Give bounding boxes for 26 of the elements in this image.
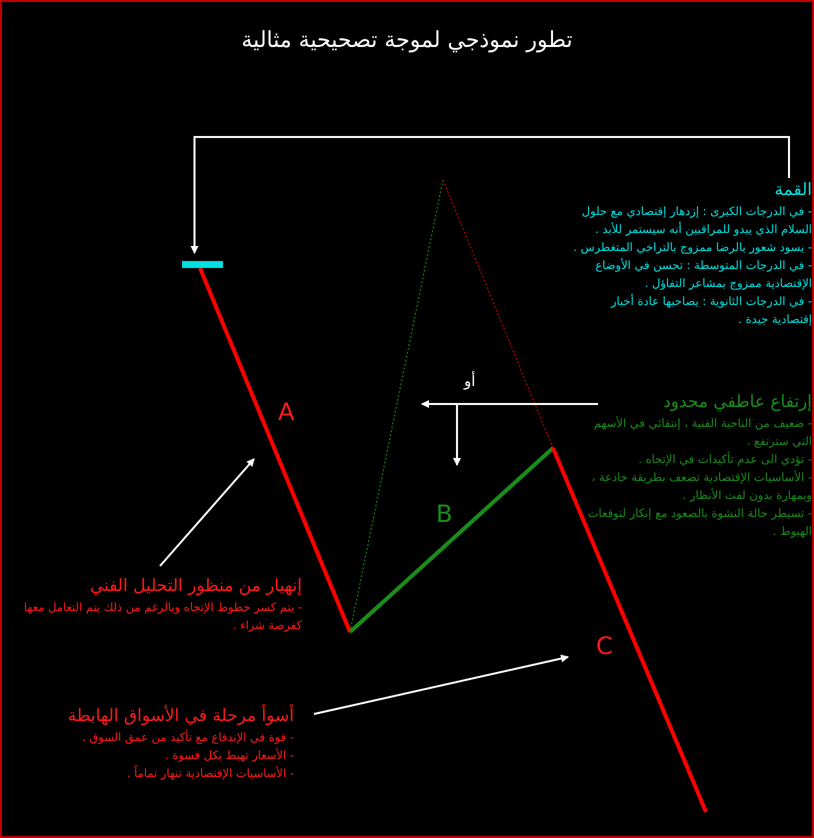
arrow [159,458,255,567]
wave-label: B [436,500,452,528]
heading: أسوأ مرحلة في الأسواق الهابطة [66,704,294,728]
bullet-text: - قوة في الإندفاع مع تأكيد من عمق السوق . [81,728,294,746]
bullet-text: - الأسعار تهبط بكل قسوة . [164,747,294,764]
wave-label: C [596,632,613,660]
bullet-text: - الأساسيات الإقتصادية تنهار تماماً . [126,764,294,782]
edge-label: أو [462,372,478,390]
bullet-text: - في الدرجات الثانوية : يصاحبها عادة أخبار إقتصادية جيدة . [610,292,812,328]
wave-label: A [278,398,294,426]
title: تطور نموذجي لموجة تصحيحية مثالية [240,28,574,53]
arrow [190,136,790,254]
bullet-text: - تسيطر حالة النشوة بالصعود مع إنكار لتوقعات الهبوط . [586,505,812,540]
bullet-text: - في الدرجات المتوسطة : تحسن في الأوضاع الإقتصادية ممزوج بمشاعر التفاؤل . [594,257,812,292]
peak-marker [182,261,223,268]
bullet-text: - الأساسيات الإقتصادية تضعف بطريقة خادعة ، وبمهارة بدون لفت الأنظار . [590,469,812,504]
heading: القمة [774,179,812,202]
bullet-text: - يسود شعور بالرضا ممزوج بالتراخي المتغطرس . [572,239,812,256]
bullet-text: - ضعيف من الناحية الفنية ، إنتقائي في الأسهم التي سترتفع . [592,415,812,450]
bullet-text: - تؤدي الى عدم تأكيدات في الإتجاه . [637,450,812,468]
bullet-text: - في الدرجات الكبرى : إزدهار إقتصادي مع حلول السلام الذي يبدو للمراقبين أنه سيستمر للأبد . [580,203,812,238]
heading: إنهيار من منظور التحليل الفني [88,575,302,598]
heading: إرتفاع عاطفي محدود [662,391,812,414]
bullet-text: - يتم كسر خطوط الإتجاه وبالرغم من ذلك يتم التعامل معها كفرصة شراء . [22,599,302,634]
arrow [453,403,598,466]
arrow [314,654,569,715]
